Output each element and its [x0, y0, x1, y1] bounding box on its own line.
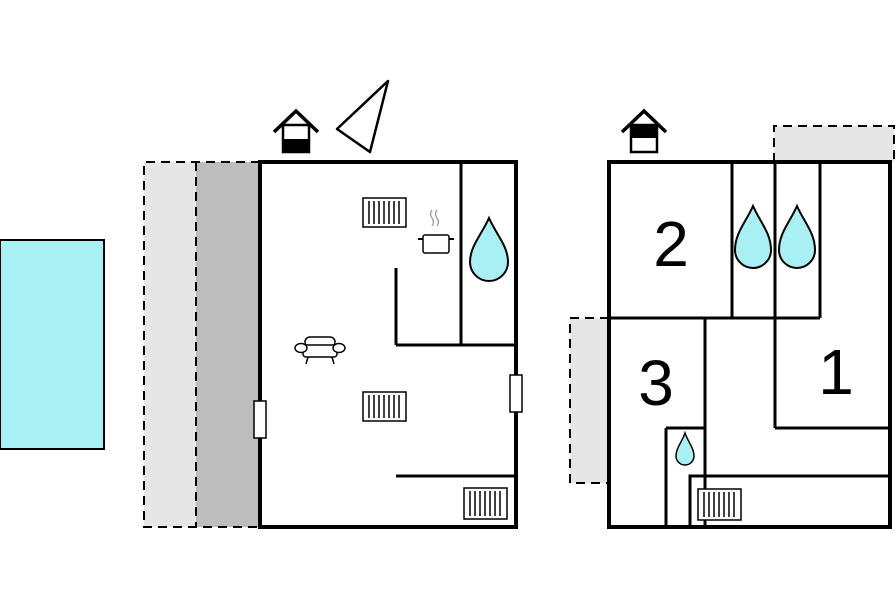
water-drop-icon	[777, 203, 817, 269]
upper-floor: 2 3 1	[607, 160, 892, 529]
radiator-icon	[697, 488, 742, 521]
water-drop-icon	[675, 430, 695, 466]
sofa-icon	[294, 336, 346, 365]
swimming-pool	[0, 239, 105, 450]
house-entrance-icon	[272, 108, 320, 154]
radiator-icon	[463, 487, 508, 520]
room-1-label: 1	[818, 336, 854, 408]
water-drop-icon	[468, 215, 510, 282]
room-3-label: 3	[638, 347, 674, 419]
house-entrance-icon	[620, 108, 668, 154]
terrace	[143, 161, 260, 528]
balcony-top	[773, 125, 895, 162]
cooking-pot-icon	[418, 209, 454, 254]
balcony-left	[569, 317, 609, 484]
ground-floor	[253, 160, 523, 529]
north-arrow-icon	[335, 79, 390, 154]
radiator-icon	[362, 391, 407, 422]
radiator-icon	[362, 197, 407, 228]
ground-floor-door-left	[253, 400, 267, 439]
room-2-label: 2	[653, 208, 689, 280]
ground-floor-door-right	[509, 374, 523, 413]
water-drop-icon	[733, 203, 773, 269]
